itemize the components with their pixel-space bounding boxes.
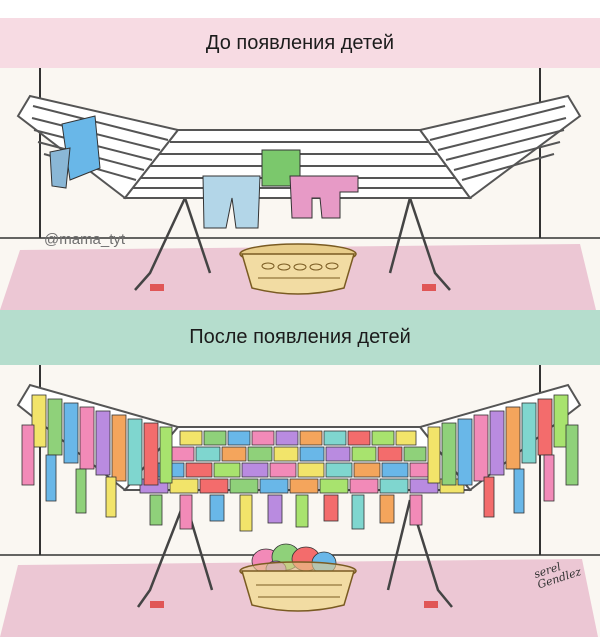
- top-caption: До появления детей: [205, 31, 395, 54]
- bottom-caption-banner: После появления детей: [0, 310, 600, 365]
- blue-pants: [202, 175, 261, 229]
- leg-foot: [422, 284, 436, 291]
- clothes-left-wing: [21, 394, 173, 518]
- leg-foot: [150, 284, 164, 291]
- bottom-caption: После появления детей: [189, 326, 411, 348]
- blue-sock: [49, 147, 71, 189]
- illustration-before-children: @mama_tyt: [0, 68, 600, 310]
- laundry-basket-full: [239, 543, 357, 612]
- leg-foot: [424, 601, 438, 608]
- clothes-right-wing: [427, 394, 579, 518]
- top-caption-banner: До появления детей: [0, 18, 600, 68]
- illustration-after-children: [0, 365, 600, 637]
- clothes-center: [139, 430, 465, 494]
- leg-foot: [150, 601, 164, 608]
- rack-right-wing: [418, 94, 582, 200]
- pink-shorts: [289, 175, 359, 219]
- laundry-basket: [239, 243, 357, 295]
- clothes-hanging: [149, 494, 423, 532]
- watermark-handle: @mama_tyt: [44, 231, 126, 248]
- rack-legs: [134, 197, 451, 291]
